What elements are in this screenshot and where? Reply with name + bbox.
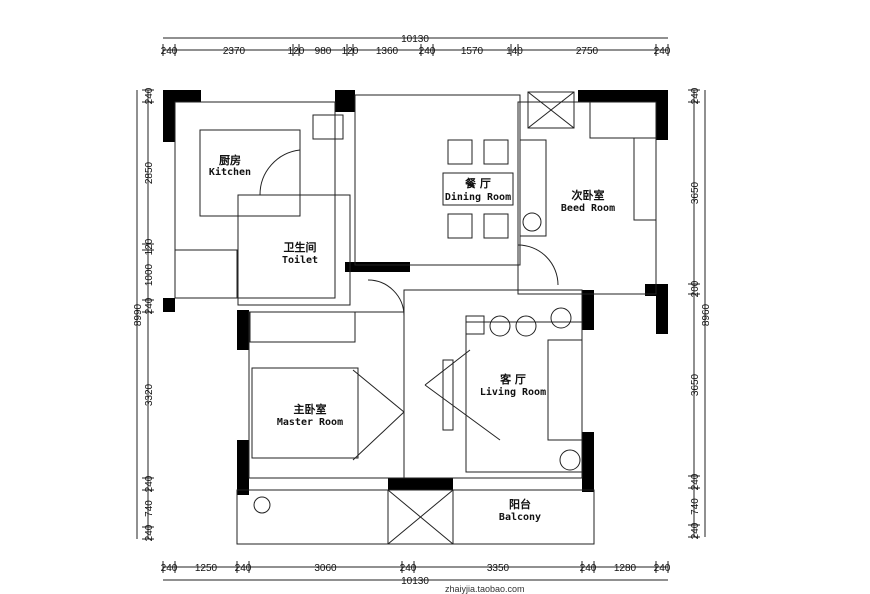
living-label-cn: 客 厅	[499, 372, 526, 386]
dim-right-1: 3650	[690, 181, 701, 204]
dim-top-9: 2750	[576, 46, 599, 57]
dim-top-10: 240	[654, 46, 671, 57]
dim-top-8: 140	[506, 46, 523, 57]
dim-bottom-1: 1250	[195, 563, 218, 574]
dim-right-4: 240	[690, 473, 701, 490]
dim-left-4: 240	[144, 297, 155, 314]
dim-bottom-4: 240	[400, 563, 417, 574]
watermark: zhaiyjia.taobao.com	[445, 584, 525, 594]
bedroom2-label-en: Beed Room	[561, 203, 615, 214]
master-label-en: Master Room	[277, 417, 343, 428]
dim-right-3: 3650	[690, 373, 701, 396]
dim-bottom-6: 240	[580, 563, 597, 574]
walls	[163, 90, 668, 495]
dim-left-3: 1000	[144, 263, 155, 286]
dim-top-5: 1360	[376, 46, 399, 57]
toilet-label-en: Toilet	[282, 254, 318, 266]
balcony-label-cn: 阳台	[509, 497, 531, 511]
balcony-label-en: Balcony	[499, 512, 541, 523]
dim-left-2: 120	[144, 238, 155, 255]
dim-bottom-0: 240	[161, 563, 178, 574]
dim-bottom-5: 3350	[487, 563, 510, 574]
dim-top-3: 980	[315, 46, 332, 57]
dim-top-2: 120	[288, 46, 305, 57]
living-label-en: Living Room	[480, 386, 546, 398]
dining-label-cn: 餐 厅	[464, 176, 491, 190]
dim-top-6: 240	[419, 46, 436, 57]
dining-label-box	[442, 172, 514, 206]
room-labels: 厨房 Kitchen 卫生间 Toilet 餐 厅 Dining Room 次卧…	[209, 153, 615, 523]
dim-top-total: 10130	[401, 34, 429, 45]
dim-right-0: 240	[690, 87, 701, 104]
dim-top-7: 1570	[461, 46, 484, 57]
dim-right-2: 200	[690, 280, 701, 297]
dim-left-1: 2850	[144, 161, 155, 184]
dim-bottom-8: 240	[654, 563, 671, 574]
dim-top-4: 120	[342, 46, 359, 57]
kitchen-label-cn: 厨房	[219, 153, 241, 167]
dim-bottom-2: 240	[235, 563, 252, 574]
dim-left-0: 240	[144, 87, 155, 104]
dim-left-total: 8990	[133, 303, 144, 326]
room-outlines	[174, 91, 657, 545]
dim-bottom-3: 3060	[314, 563, 337, 574]
bedroom2-label-cn: 次卧室	[572, 188, 605, 202]
toilet-label-cn: 卫生间	[284, 240, 317, 254]
dim-bottom-total: 10130	[401, 576, 429, 587]
master-label-cn: 主卧室	[294, 402, 327, 416]
dim-right-total: 8960	[701, 303, 712, 326]
dim-left-6: 240	[144, 475, 155, 492]
dim-left-8: 240	[144, 524, 155, 541]
dim-left-5: 3320	[144, 383, 155, 406]
dim-right-5: 740	[690, 498, 701, 515]
dim-left-7: 740	[144, 500, 155, 517]
dim-right-6: 240	[690, 522, 701, 539]
dim-top-0: 240	[161, 46, 178, 57]
dim-bottom-7: 1280	[614, 563, 637, 574]
kitchen-label-en: Kitchen	[209, 166, 251, 178]
dim-top-1: 2370	[223, 46, 246, 57]
dining-label-en: Dining Room	[445, 191, 511, 203]
dimension-lines	[136, 37, 706, 581]
